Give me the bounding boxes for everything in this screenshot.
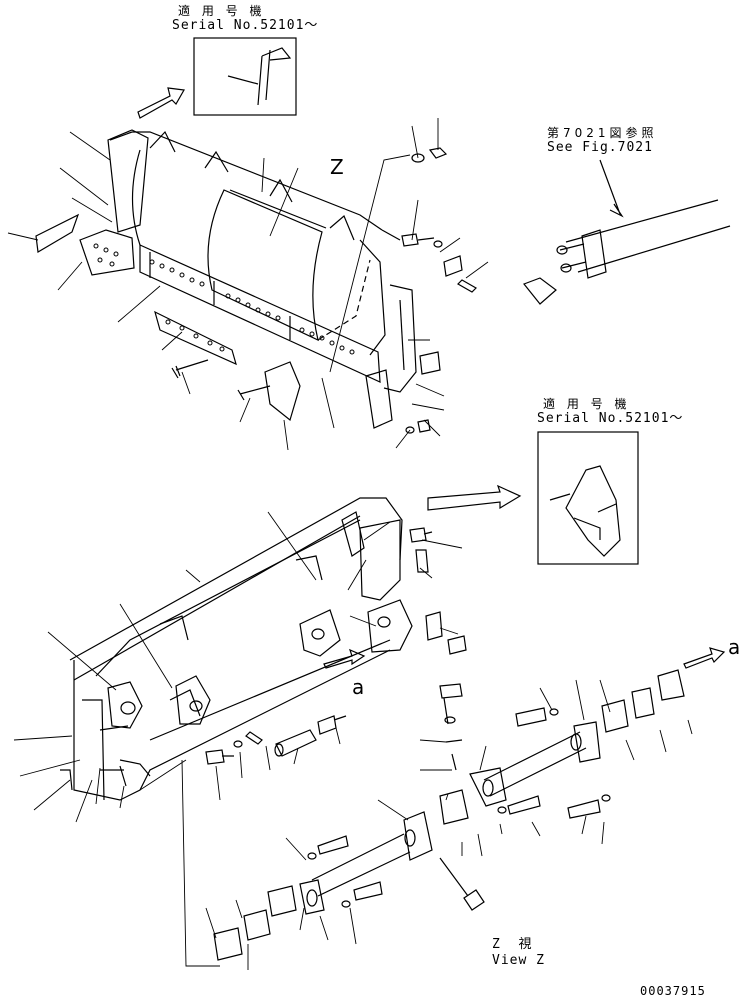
frame-assembly	[60, 497, 413, 801]
mid-applicable-serial-en: Serial No.52101～	[537, 411, 684, 426]
drawing-number: 00037915	[640, 984, 706, 998]
leader-lines-top	[7, 118, 489, 451]
blade-assembly	[35, 129, 417, 429]
top-applicable-serial-jp: 適 用 号 機	[178, 4, 266, 18]
section-mark-a-right: a	[728, 635, 742, 659]
fig-ref-en: See Fig.7021	[547, 140, 653, 155]
section-arrow-a-left	[323, 648, 366, 669]
top-applicable-serial-en: Serial No.52101～	[172, 18, 319, 33]
leader-lines-view-z	[205, 679, 693, 970]
mid-applicable-serial-jp: 適 用 号 機	[543, 397, 631, 411]
section-arrow-a-right	[683, 647, 726, 669]
fig-ref-jp: 第7021図参照	[547, 126, 658, 140]
view-z-caption-en: View Z	[492, 953, 545, 968]
hardware-frame	[205, 527, 467, 765]
direction-arrow-middle	[427, 484, 522, 511]
detail-inset-middle	[537, 431, 639, 565]
direction-arrow-top	[137, 87, 185, 119]
view-z-caption-jp: Z 視	[492, 937, 533, 952]
detail-inset-top	[193, 37, 297, 116]
hardware-top-right	[401, 147, 557, 434]
lift-cylinder	[556, 159, 731, 279]
view-z-assembly	[213, 669, 685, 961]
leader-lines-frame	[13, 511, 463, 967]
view-z-mark: Z	[330, 155, 345, 179]
section-mark-a-left: a	[352, 675, 366, 699]
